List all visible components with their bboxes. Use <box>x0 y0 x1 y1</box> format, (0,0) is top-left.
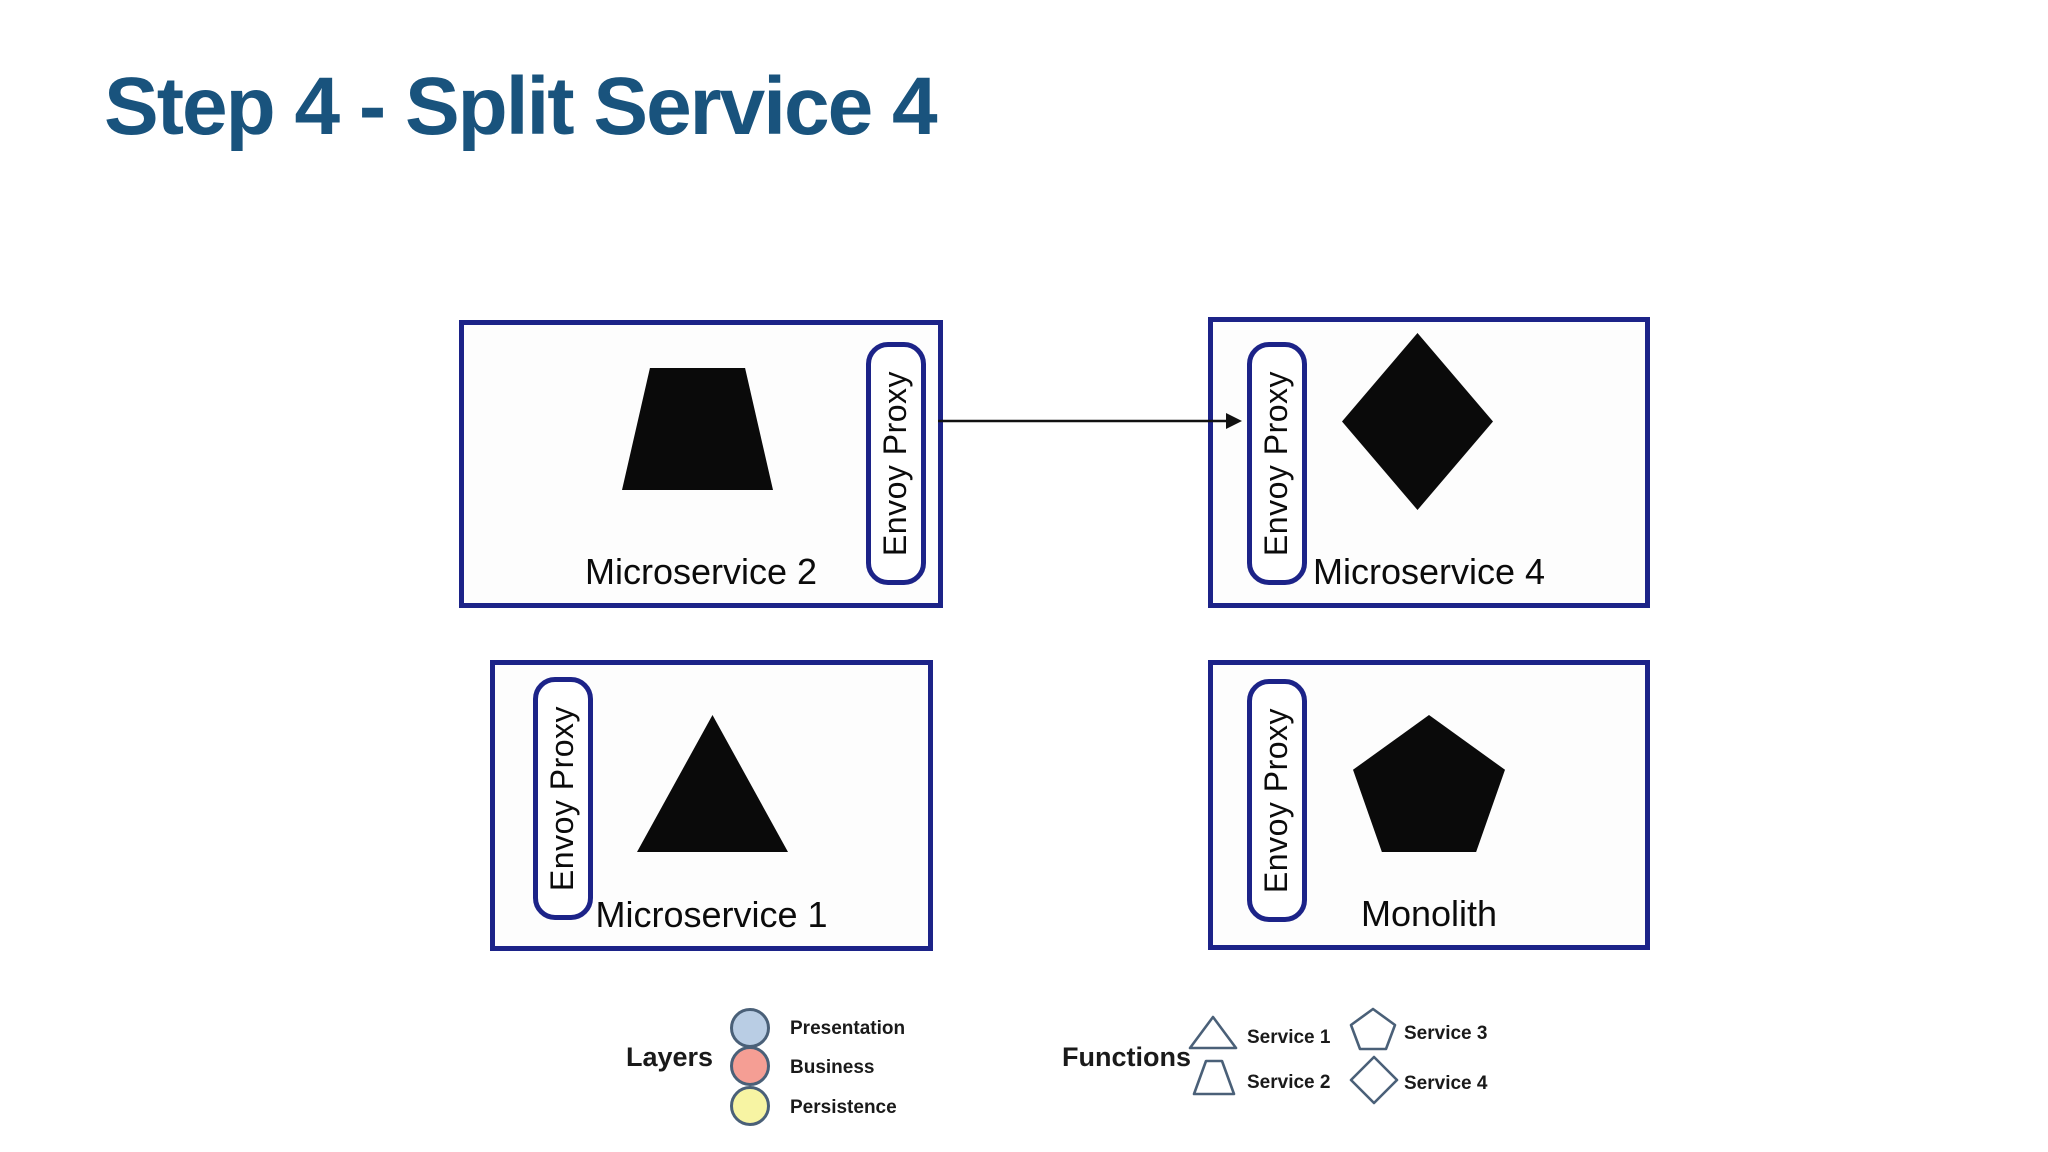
triangle-service1-icon <box>637 715 788 852</box>
envoy-proxy-label: Envoy Proxy <box>877 370 914 557</box>
triangle-outline-icon <box>1188 1015 1238 1050</box>
legend-item-business: Business <box>790 1057 875 1078</box>
box-microservice-1: Envoy Proxy Microservice 1 <box>490 660 933 951</box>
envoy-proxy-pill-microservice-4: Envoy Proxy <box>1247 342 1307 585</box>
legend-layers-title: Layers <box>626 1042 714 1072</box>
page-title: Step 4 - Split Service 4 <box>104 61 938 152</box>
legend-item-service-3: Service 3 <box>1404 1023 1488 1044</box>
legend-item-service-2: Service 2 <box>1247 1072 1331 1093</box>
business-circle-icon <box>730 1046 770 1086</box>
presentation-circle-icon <box>730 1008 770 1048</box>
persistence-circle-icon <box>730 1086 770 1126</box>
box-label-monolith: Monolith <box>1360 893 1498 934</box>
box-monolith: Envoy Proxy Monolith <box>1208 660 1650 950</box>
box-microservice-2: Envoy Proxy Microservice 2 <box>459 320 943 608</box>
trapezoid-service2-icon <box>622 368 773 490</box>
envoy-proxy-pill-monolith: Envoy Proxy <box>1247 679 1307 922</box>
envoy-proxy-pill-microservice-2: Envoy Proxy <box>866 342 926 585</box>
box-label-microservice-2: Microservice 2 <box>584 551 818 592</box>
envoy-proxy-label: Envoy Proxy <box>544 705 581 892</box>
legend-item-service-1: Service 1 <box>1247 1027 1331 1048</box>
legend-item-service-4: Service 4 <box>1404 1073 1488 1094</box>
box-microservice-4: Envoy Proxy Microservice 4 <box>1208 317 1650 608</box>
trapezoid-outline-icon <box>1192 1059 1236 1096</box>
legend-functions-title: Functions <box>1062 1042 1191 1072</box>
pentagon-outline-icon <box>1349 1007 1397 1051</box>
diamond-service4-icon <box>1342 333 1493 510</box>
envoy-proxy-label: Envoy Proxy <box>1258 370 1295 557</box>
diamond-outline-icon <box>1349 1055 1399 1105</box>
legend-item-persistence: Persistence <box>790 1097 897 1118</box>
box-label-microservice-4: Microservice 4 <box>1312 551 1546 592</box>
box-label-microservice-1: Microservice 1 <box>595 894 828 935</box>
arrow-ms2-to-ms4-icon <box>938 413 1242 429</box>
pentagon-service3-icon <box>1353 715 1505 852</box>
envoy-proxy-label: Envoy Proxy <box>1258 707 1295 894</box>
legend-item-presentation: Presentation <box>790 1018 906 1039</box>
envoy-proxy-pill-microservice-1: Envoy Proxy <box>533 677 593 920</box>
